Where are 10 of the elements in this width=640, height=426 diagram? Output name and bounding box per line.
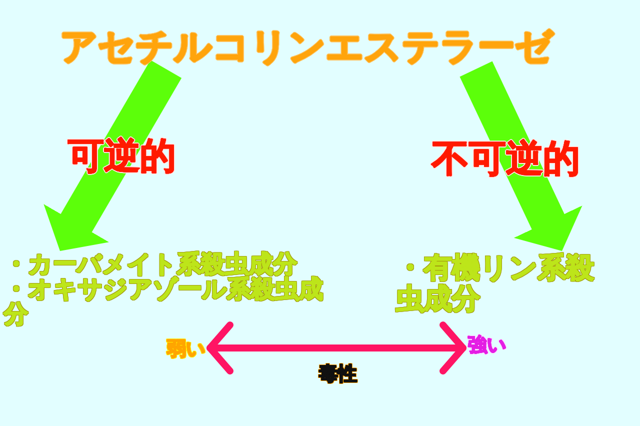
arrow	[44, 60, 182, 252]
list-text: ・有機リン系殺虫成分	[396, 252, 601, 314]
edge-label: 毒性	[319, 362, 357, 386]
scale-label: 弱い	[167, 338, 205, 360]
list-text: ・カーバメイト系殺虫成分	[4, 252, 297, 277]
arrow	[460, 61, 582, 251]
list-text: ・オキサジアゾール系殺虫成分	[4, 277, 324, 327]
arrow	[206, 322, 466, 374]
heading-text: アセチルコリンエステラーゼ	[60, 26, 553, 68]
scale-label: 強い	[468, 334, 506, 356]
